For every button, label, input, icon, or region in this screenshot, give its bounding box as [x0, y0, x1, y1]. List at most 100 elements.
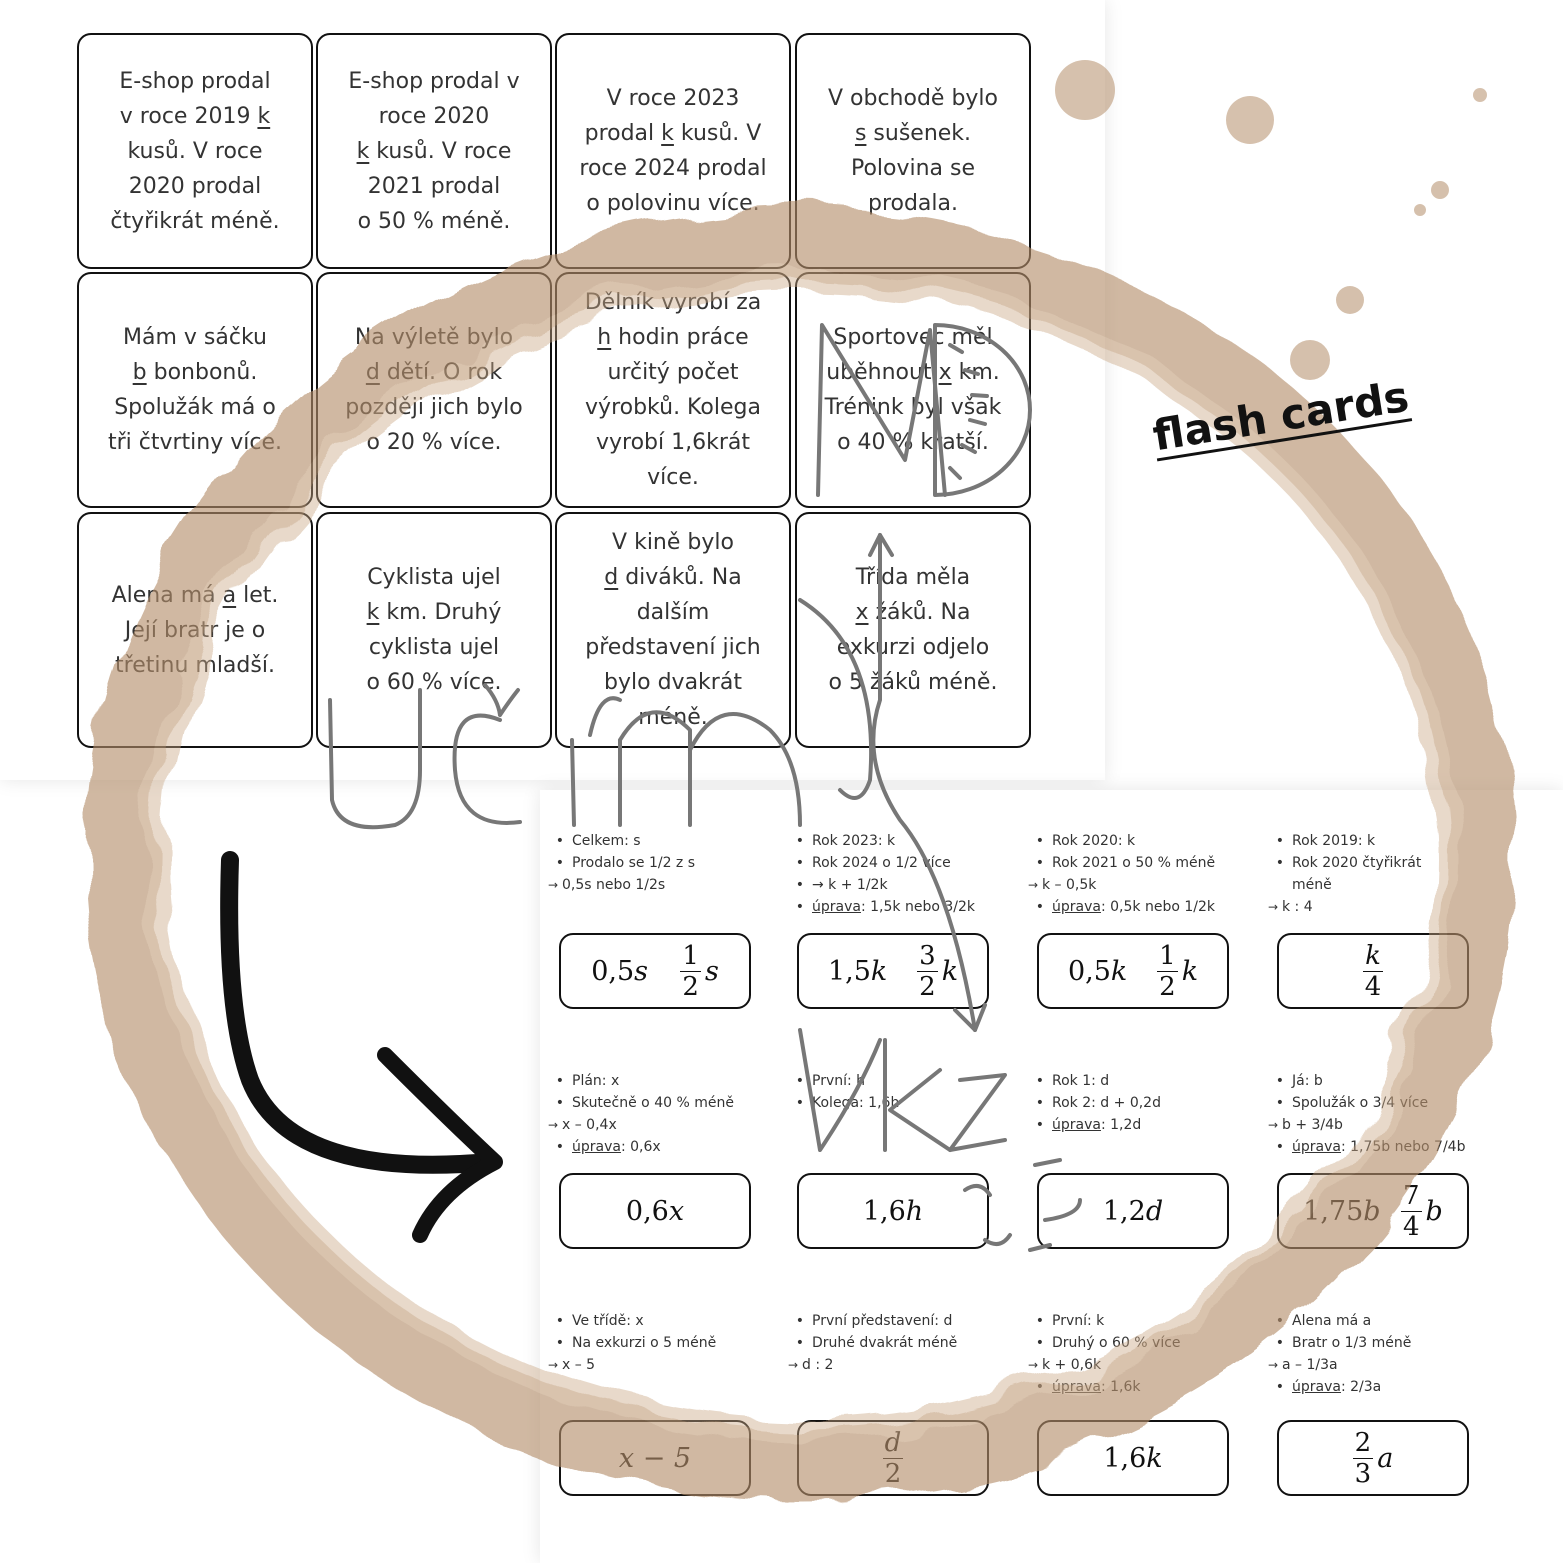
- decimal-expression: 0,5k: [1067, 955, 1128, 987]
- note-line: •První: h: [795, 1073, 866, 1089]
- note-line: •úprava: 1,75b nebo 7/4b: [1275, 1139, 1466, 1155]
- note-line: •Rok 2020: k: [1035, 833, 1136, 849]
- decimal-expression: 1,2d: [1102, 1195, 1164, 1227]
- answer-box[interactable]: 1,2d: [1037, 1173, 1229, 1249]
- expression: x − 5: [618, 1442, 692, 1474]
- decimal-expression: 1,5k: [827, 955, 888, 987]
- note-line: •Plán: x: [555, 1073, 620, 1089]
- note-line: •Bratr o 1/3 méně: [1275, 1335, 1412, 1351]
- note-line: •úprava: 0,5k nebo 1/2k: [1035, 899, 1215, 915]
- decimal-expression: 0,5s: [591, 955, 648, 987]
- note-line: •Druhé dvakrát méně: [795, 1335, 958, 1351]
- note-line: →b + 3/4b: [1268, 1117, 1343, 1133]
- note-line: →k + 0,6k: [1028, 1357, 1102, 1373]
- answer-notes: •Já: b •Spolužák o 3/4 více →b + 3/4b •úpra…: [1268, 1070, 1508, 1158]
- note-line: •úprava: 2/3a: [1275, 1379, 1382, 1395]
- note-line: •Kolega: 1,6h: [795, 1095, 900, 1111]
- card-variable: d: [365, 360, 380, 385]
- card-variable: k: [257, 103, 271, 129]
- card-variable: h: [597, 325, 612, 350]
- note-line: →k – 0,5k: [1028, 877, 1097, 893]
- answer-box[interactable]: 0,6x: [559, 1173, 751, 1249]
- card-variable: a: [222, 582, 237, 608]
- note-line: •Rok 2024 o 1/2 více: [795, 855, 951, 871]
- answer-notes: •Plán: x •Skutečně o 40 % méně →x – 0,4x •ú…: [548, 1070, 788, 1158]
- card-variable: x: [855, 600, 869, 625]
- note-line: •Ve třídě: x: [555, 1313, 644, 1329]
- note-line: •Celkem: s: [555, 833, 641, 849]
- note-line: •úprava: 0,6x: [555, 1139, 661, 1155]
- decimal-expression: 0,6x: [625, 1195, 685, 1227]
- big-arrow-icon: [220, 851, 503, 1243]
- note-line: •První představení: d: [795, 1313, 953, 1329]
- note-line: →k : 4: [1268, 899, 1313, 915]
- answer-notes: •Ve třídě: x•Na exkurzi o 5 méně→x – 5: [548, 1310, 788, 1376]
- answer-box[interactable]: 1,6h: [797, 1173, 989, 1249]
- note-line: •Rok 2019: k: [1275, 833, 1376, 849]
- answer-notes: •Rok 2020: k•Rok 2021 o 50 % méně→k – 0,…: [1028, 830, 1268, 918]
- note-line: •První: k: [1035, 1313, 1105, 1329]
- note-line: •Rok 2: d + 0,2d: [1035, 1095, 1161, 1111]
- note-line: •Skutečně o 40 % méně: [555, 1095, 734, 1111]
- answer-notes: •Rok 2023: k•Rok 2024 o 1/2 více•→ k + 1…: [788, 830, 1028, 918]
- note-line: •Druhý o 60 % více: [1035, 1335, 1181, 1351]
- answer-box[interactable]: 1,6k: [1037, 1420, 1229, 1496]
- card-variable: b: [132, 360, 147, 385]
- note-line: •Rok 1: d: [1035, 1073, 1110, 1089]
- note-line: •Prodalo se 1/2 z s: [555, 855, 696, 871]
- note-line: •Na exkurzi o 5 méně: [555, 1335, 717, 1351]
- note-line: •úprava: 1,6k: [1035, 1379, 1141, 1395]
- answer-notes: •První: k •Druhý o 60 % více →k + 0,6k •úpr…: [1028, 1310, 1268, 1398]
- flash-cards-label: flash cards: [1149, 371, 1413, 462]
- note-line: •úprava: 1,2d: [1035, 1117, 1142, 1133]
- note-line: →x – 0,4x: [548, 1117, 617, 1133]
- card-variable: x: [938, 360, 952, 385]
- note-line: •Alena má a: [1275, 1313, 1372, 1329]
- note-line: •Rok 2020 čtyřikrát: [1275, 855, 1422, 871]
- card-variable: k: [356, 138, 370, 164]
- answer-box[interactable]: x − 5: [559, 1420, 751, 1496]
- note-line: •Rok 2023: k: [795, 833, 896, 849]
- answer-notes: •První: h •Kolega: 1,6h: [788, 1070, 1028, 1114]
- answer-notes: •Celkem: s•Prodalo se 1/2 z s→0,5s nebo …: [548, 830, 788, 896]
- note-line: •Spolužák o 3/4 více: [1275, 1095, 1429, 1111]
- note-line: •Já: b: [1275, 1073, 1323, 1089]
- note-line: →d : 2: [788, 1357, 834, 1373]
- note-line: •úprava: 1,5k nebo 3/2k: [795, 899, 975, 915]
- decimal-expression: 1,6h: [862, 1195, 924, 1227]
